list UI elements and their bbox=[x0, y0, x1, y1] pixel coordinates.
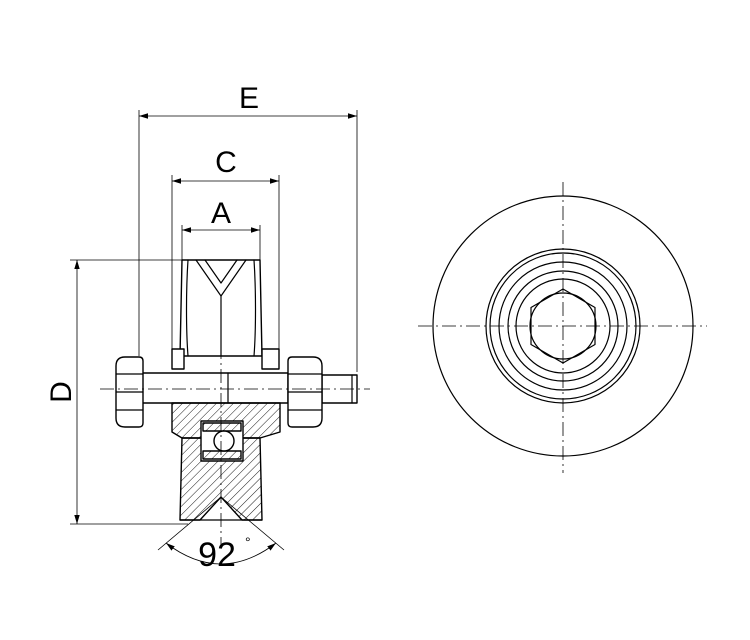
dimension-c: C bbox=[171, 146, 280, 352]
side-view: E C A D bbox=[45, 82, 370, 574]
dimension-c-label: C bbox=[215, 146, 237, 179]
spacer-left bbox=[171, 348, 185, 370]
dimension-d: D bbox=[45, 259, 188, 525]
degree-symbol: ° bbox=[245, 534, 251, 550]
wheel-upper bbox=[179, 259, 263, 357]
bearing-ball bbox=[213, 430, 235, 452]
bearing bbox=[200, 420, 244, 462]
bolt-head bbox=[115, 356, 144, 428]
front-view bbox=[418, 182, 707, 473]
spacer-right bbox=[261, 348, 280, 370]
dimension-d-label: D bbox=[45, 381, 78, 403]
dimension-angle: 92 ° bbox=[157, 496, 285, 574]
dimension-a: A bbox=[181, 197, 261, 262]
dimension-angle-label: 92 bbox=[198, 536, 236, 574]
dimension-a-label: A bbox=[211, 197, 231, 230]
dimension-e-label: E bbox=[239, 82, 259, 115]
nut bbox=[287, 356, 323, 428]
bolt-shaft bbox=[139, 372, 358, 404]
dimension-e: E bbox=[138, 82, 358, 372]
